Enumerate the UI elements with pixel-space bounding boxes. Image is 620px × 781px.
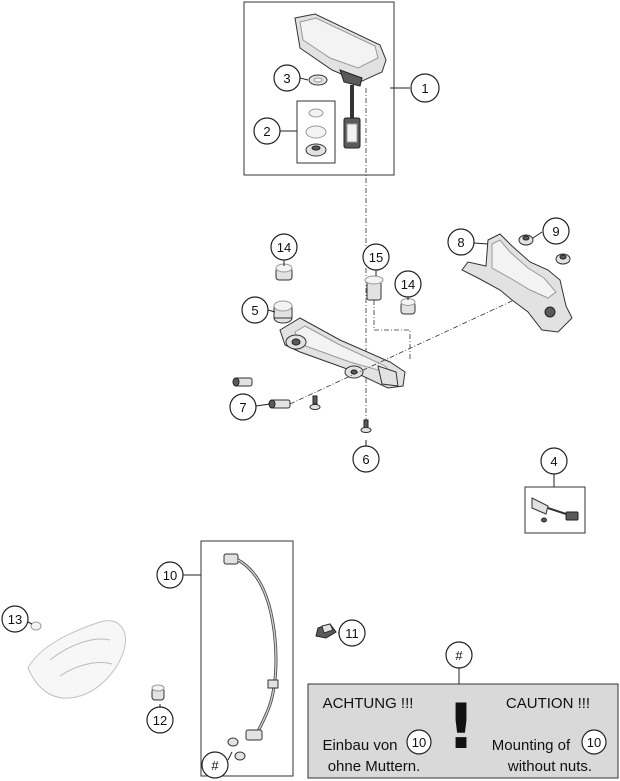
warning-exclamation: ! bbox=[447, 690, 475, 763]
svg-text:4: 4 bbox=[550, 454, 557, 469]
fairing-ghost-detail bbox=[49, 638, 113, 677]
callout-hash-top: # bbox=[445, 641, 473, 669]
callout-14b: 14 bbox=[394, 270, 422, 298]
axis-line-15 bbox=[373, 300, 411, 360]
wiring-harness-box bbox=[200, 540, 294, 777]
callout-9: 9 bbox=[542, 217, 570, 245]
warning-de-ref-circle bbox=[406, 729, 432, 755]
part-4-box bbox=[524, 486, 586, 534]
callout-13: 13 bbox=[1, 605, 29, 633]
svg-text:3: 3 bbox=[283, 71, 290, 86]
warning-en-ref-circle bbox=[581, 729, 607, 755]
axis-line-7 bbox=[289, 287, 541, 405]
warning-en-line2: without nuts. bbox=[507, 758, 592, 775]
ring-13 bbox=[30, 621, 42, 631]
leader-8 bbox=[473, 242, 489, 245]
fairing-ghost-outline bbox=[27, 620, 126, 699]
cable-4 bbox=[531, 497, 579, 523]
callout-hash-bottom: # bbox=[201, 751, 229, 779]
svg-text:5: 5 bbox=[251, 303, 258, 318]
clip-11 bbox=[315, 623, 337, 639]
bushing-15 bbox=[364, 275, 384, 301]
callout-7: 7 bbox=[229, 393, 257, 421]
callout-12: 12 bbox=[146, 706, 174, 734]
warning-panel: ACHTUNG !!! CAUTION !!! ! Einbau von 10 … bbox=[307, 683, 619, 779]
callout-5: 5 bbox=[241, 296, 269, 324]
leader-5 bbox=[267, 309, 276, 313]
leader-3 bbox=[299, 77, 309, 81]
callout-1: 1 bbox=[410, 73, 440, 103]
mounting-bracket bbox=[279, 317, 406, 389]
warning-en-line1: Mounting of bbox=[492, 737, 571, 754]
svg-text:12: 12 bbox=[153, 713, 167, 728]
svg-text:14: 14 bbox=[401, 277, 415, 292]
callout-4: 4 bbox=[540, 447, 568, 475]
warning-box bbox=[307, 683, 619, 779]
wiring-harness-10 bbox=[223, 553, 279, 761]
svg-text:6: 6 bbox=[362, 452, 369, 467]
rubber-cap-14-right bbox=[400, 298, 416, 315]
warning-de-line1: Einbau von bbox=[322, 737, 397, 754]
callout-8: 8 bbox=[447, 228, 475, 256]
screw-6 bbox=[360, 419, 372, 433]
svg-text:15: 15 bbox=[369, 250, 383, 265]
callout-3: 3 bbox=[273, 64, 301, 92]
grommet-5 bbox=[273, 300, 293, 324]
screw-small bbox=[309, 395, 321, 410]
svg-text:14: 14 bbox=[277, 240, 291, 255]
warning-en-ref: 10 bbox=[587, 735, 601, 750]
svg-text:#: # bbox=[455, 648, 463, 663]
leader-hash-bottom bbox=[227, 751, 233, 761]
warning-title-de: ACHTUNG !!! bbox=[323, 695, 414, 712]
screw-7a bbox=[232, 377, 253, 387]
warning-de-ref: 10 bbox=[412, 735, 426, 750]
svg-text:10: 10 bbox=[163, 568, 177, 583]
leader-7 bbox=[255, 403, 271, 407]
sleeve-12 bbox=[151, 684, 165, 701]
grommet-9b bbox=[555, 253, 571, 265]
leader-13 bbox=[27, 621, 33, 625]
washer-3 bbox=[308, 74, 328, 86]
holder-8 bbox=[461, 233, 573, 333]
svg-text:8: 8 bbox=[457, 235, 464, 250]
callout-2: 2 bbox=[253, 117, 281, 145]
callout-11: 11 bbox=[338, 619, 366, 647]
callout-10: 10 bbox=[156, 561, 184, 589]
svg-text:7: 7 bbox=[239, 400, 246, 415]
leader-9 bbox=[532, 231, 543, 239]
seal-kit-box bbox=[296, 100, 336, 164]
svg-text:11: 11 bbox=[345, 626, 359, 641]
warning-title-en: CAUTION !!! bbox=[506, 695, 590, 712]
rubber-cap-14-left bbox=[275, 263, 293, 281]
svg-text:13: 13 bbox=[8, 612, 22, 627]
screw-7b bbox=[268, 399, 291, 409]
svg-text:2: 2 bbox=[263, 124, 270, 139]
callout-15: 15 bbox=[362, 243, 390, 271]
grommet-9 bbox=[518, 234, 534, 246]
instrument-cluster bbox=[294, 13, 387, 149]
seal-kit-2 bbox=[305, 108, 327, 157]
callout-6: 6 bbox=[352, 445, 380, 473]
callout-14a: 14 bbox=[270, 233, 298, 261]
svg-text:1: 1 bbox=[421, 81, 428, 96]
svg-text:#: # bbox=[211, 758, 219, 773]
svg-text:9: 9 bbox=[552, 224, 559, 239]
warning-de-line2: ohne Muttern. bbox=[328, 758, 421, 775]
